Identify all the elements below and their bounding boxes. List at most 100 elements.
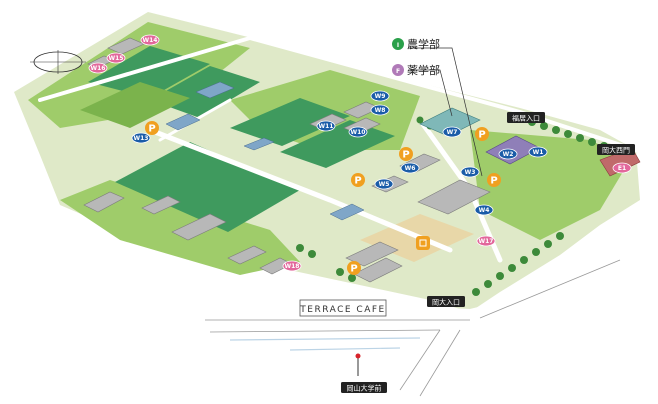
building-block [141,195,181,215]
greenhouse [165,113,201,131]
parking-label: P [354,176,361,187]
building-badge-w18[interactable]: W18 [282,260,302,272]
greenhouse [329,203,365,221]
greenhouse [243,137,275,151]
gate-1[interactable]: 福居入口 [507,112,545,123]
building-badge-w6[interactable]: W6 [400,162,420,174]
tree [416,116,424,124]
building-badge-w4[interactable]: W4 [474,204,494,216]
cafe-label: TERRACE CAFE [299,305,385,315]
building-badge-w13[interactable]: W13 [131,132,151,144]
building-badge-w3[interactable]: W3 [460,166,480,178]
building-badge-w9[interactable]: W9 [370,90,390,102]
building-badge-label: W14 [143,37,158,44]
parking-marker[interactable]: P [475,127,489,141]
building-badge-label: W2 [503,151,514,158]
tree [484,280,492,288]
gate-label-box [427,296,465,307]
building-badge-label: W7 [447,129,458,136]
building-badge-label: E1 [618,165,626,172]
building-badge-shape [316,120,336,132]
leader-pharmacy [408,69,453,117]
building-badge-label: W6 [405,165,416,172]
tree [496,272,504,280]
building-badge-label: W8 [375,107,386,114]
parking-marker[interactable]: P [145,121,159,135]
building-badge-shape [528,146,548,158]
gate-label-box [341,382,387,393]
outer-streets [205,259,621,397]
gate-label-box [597,144,635,155]
building-badge-shape [106,52,126,64]
legend-marker [392,64,404,76]
tree [520,256,528,264]
building-badge-w15[interactable]: W15 [106,52,126,64]
building-badge-label: W17 [479,238,494,245]
street-line-3 [479,259,621,319]
building-badge-label: W18 [285,263,300,270]
building-badge-label: W10 [351,129,366,136]
building-badge-shape [131,132,151,144]
building-badge-label: W15 [109,55,124,62]
parking-marker[interactable]: P [351,173,365,187]
gate-2[interactable]: 岡大西門 [597,144,635,155]
compass-cross [30,50,86,74]
building-badge-w8[interactable]: W8 [370,104,390,116]
tree [552,126,560,134]
building-badge-label: W9 [375,93,386,100]
street-line-2 [209,329,441,333]
water-line [289,347,401,351]
terrace-cafe: TERRACE CAFE [299,299,387,317]
parking-icon [487,173,501,187]
building-badge-w7[interactable]: W7 [442,126,462,138]
tree [348,274,356,282]
legend-label: 農学部 [407,37,440,51]
building-badge-shape [370,104,390,116]
sports-field-center-1 [230,98,350,146]
building-badge-w10[interactable]: W10 [348,126,368,138]
gate-3[interactable]: 岡大入口 [427,296,465,307]
parking-icon [475,127,489,141]
parking-marker[interactable]: P [487,173,501,187]
building-block [227,245,267,265]
gate-label-box [507,112,545,123]
building-badge-shape [476,235,496,247]
tree [556,232,564,240]
building-badge-shape [348,126,368,138]
compass [30,50,86,74]
building-badge-shape [88,62,108,74]
building-badge-shape [498,148,518,160]
building-badge-w5[interactable]: W5 [374,178,394,190]
building-badge-w14[interactable]: W14 [140,34,160,46]
building-badge-w1[interactable]: W1 [528,146,548,158]
tree [576,134,584,142]
parking-marker[interactable]: P [347,261,361,275]
main-road-north [38,36,252,102]
gate-label: 岡大西門 [602,146,630,155]
cafe-sign-box [299,299,387,317]
parking-marker[interactable]: P [399,147,413,161]
gate-4[interactable]: 岡山大学前 [341,382,387,393]
building-badge-label: W3 [465,169,476,176]
parking-label: P [478,130,485,141]
building-badge-w17[interactable]: W17 [476,235,496,247]
tree [296,244,304,252]
tree [564,130,572,138]
sports-field-west [80,82,190,128]
sports-field-large [115,142,300,232]
gym-marker [416,236,430,250]
station-pin [355,353,361,376]
building-badge-e1[interactable]: E1 [612,162,632,174]
building-badge-shape [374,178,394,190]
building-badge-label: W4 [479,207,490,214]
building-badge-w11[interactable]: W11 [316,120,336,132]
street-line-5 [419,329,461,397]
legend-marker [392,38,404,50]
building-badge-w16[interactable]: W16 [88,62,108,74]
building-badge-w2[interactable]: W2 [498,148,518,160]
